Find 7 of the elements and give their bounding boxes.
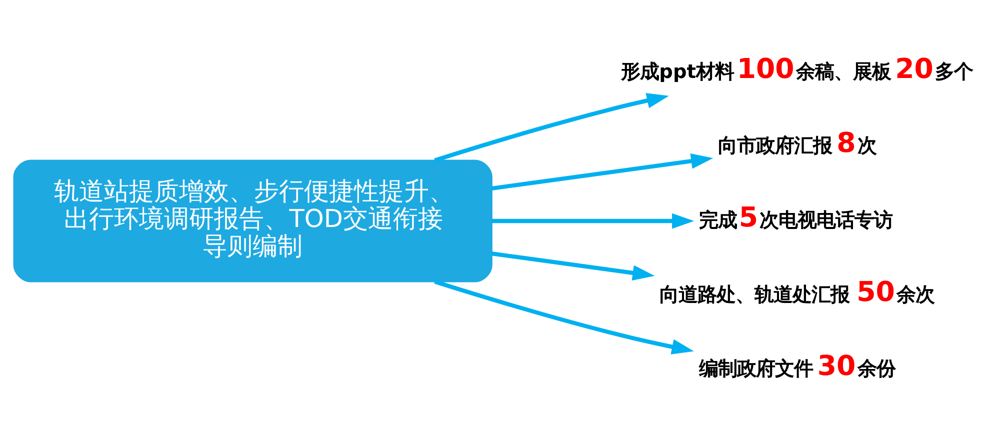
node-text: 完成5次电视电话专访 — [698, 201, 893, 234]
arrow — [434, 279, 694, 354]
arrow — [492, 251, 655, 280]
arrow — [492, 152, 714, 190]
node-box: 轨道站提质增效、步行便捷性提升、出行环境调研报告、TOD交通衔接导则编制 — [13, 159, 492, 282]
arrow — [434, 92, 669, 162]
arrow — [492, 212, 694, 228]
